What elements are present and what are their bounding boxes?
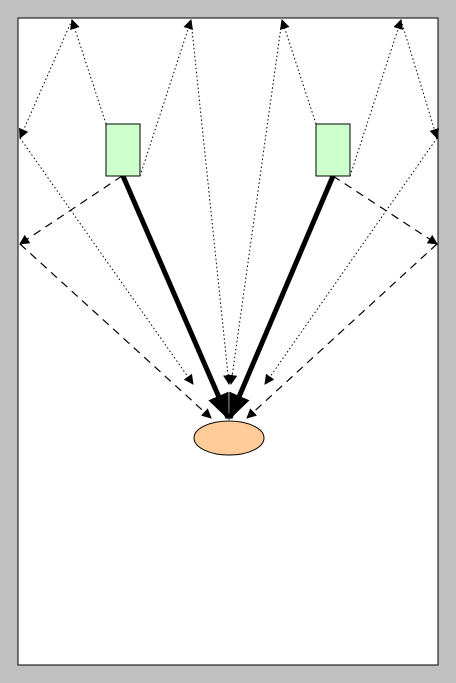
speaker-right — [315, 123, 351, 177]
dotted-path-segment — [19, 19, 73, 139]
direct-path-right — [227, 175, 336, 420]
direct-paths — [120, 175, 336, 420]
dotted-path-segment — [349, 19, 403, 177]
dotted-path-segment — [227, 19, 283, 385]
dashed-reflection-paths — [19, 175, 438, 419]
dashed-path-segment — [19, 175, 123, 245]
dashed-path-segment — [246, 243, 438, 419]
dashed-path-segment — [19, 243, 212, 419]
dotted-path-segment — [139, 19, 193, 177]
dotted-path-segment — [190, 19, 234, 385]
speaker-left — [105, 123, 141, 177]
dashed-path-segment — [332, 175, 438, 245]
direct-path-left — [120, 175, 231, 420]
dotted-reflection-paths — [19, 19, 440, 385]
listener — [193, 420, 265, 456]
dotted-path-segment — [400, 19, 440, 139]
room-interior — [17, 17, 439, 666]
